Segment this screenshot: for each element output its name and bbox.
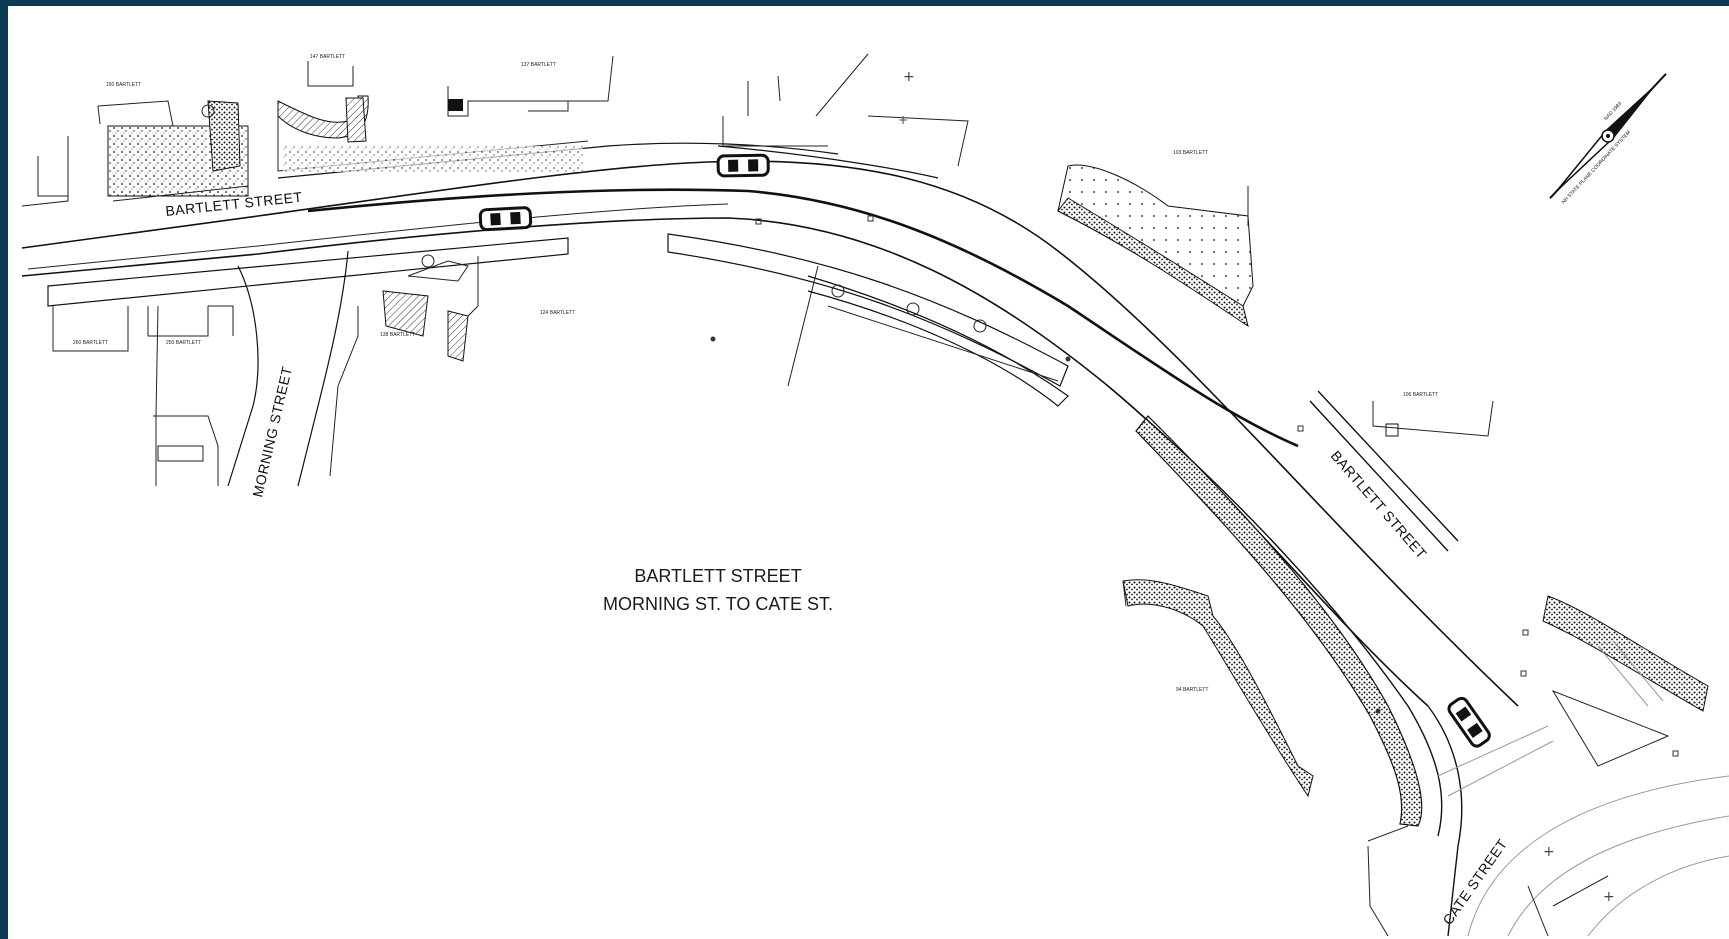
- parcel-label: 106 BARTLETT: [1403, 392, 1438, 398]
- parcel-label: 138 BARTLETT: [380, 332, 415, 338]
- parcel-label: 94 BARTLETT: [1176, 687, 1208, 693]
- parcel-label: 137 BARTLETT: [521, 62, 556, 68]
- street-label-bartlett-east: BARTLETT STREET: [1328, 447, 1430, 561]
- parcels-south-west: [52, 250, 479, 487]
- svg-text:+: +: [1543, 844, 1555, 860]
- parcel-label: 124 BARTLETT: [540, 310, 575, 316]
- parcel-label: 250 BARTLETT: [166, 340, 201, 346]
- north-arrow-system: NH STATE PLANE COORDINATE SYSTEM: [1561, 130, 1632, 206]
- plan-subtitle: MORNING ST. TO CATE ST.: [602, 594, 834, 614]
- vehicles: [478, 153, 1491, 748]
- plan-title: BARTLETT STREET: [634, 566, 802, 586]
- car-icon: [716, 153, 770, 178]
- svg-text:+: +: [903, 69, 915, 85]
- parcels-north-west: [21, 55, 614, 207]
- svg-text:+: +: [1603, 889, 1615, 905]
- street-label-morning: MORNING STREET: [249, 365, 295, 499]
- parcels-east: [1309, 390, 1709, 712]
- parcel-label: 150 BARTLETT: [106, 82, 141, 88]
- parcels-north-east: [1057, 164, 1254, 328]
- curved-sidewalk-south: [1107, 385, 1463, 937]
- parcels-north-middle: [722, 53, 969, 167]
- parcels-south-middle: [787, 265, 1069, 407]
- car-icon: [1447, 696, 1491, 748]
- svg-text:+: +: [898, 113, 908, 127]
- plan-symbols: + + + +: [201, 69, 1679, 905]
- plan-sheet: + + + + BARTLETT STREET BARTLETT STREET …: [8, 6, 1729, 939]
- cate-street-intersection: [1367, 640, 1729, 937]
- parcel-label: 103 BARTLETT: [1173, 150, 1208, 156]
- north-arrow: NAD 1983 NH STATE PLANE COORDINATE SYSTE…: [1549, 73, 1667, 206]
- car-icon: [478, 206, 533, 232]
- bartlett-street-roadway: [21, 142, 1519, 707]
- parcel-label: 147 BARTLETT: [310, 54, 345, 60]
- site-plan-drawing: + + + + BARTLETT STREET BARTLETT STREET …: [21, 53, 1729, 937]
- parcel-94-bartlett: [1122, 579, 1314, 798]
- parcel-label: 260 BARTLETT: [73, 340, 108, 346]
- plan-title-block: BARTLETT STREET MORNING ST. TO CATE ST.: [518, 562, 918, 618]
